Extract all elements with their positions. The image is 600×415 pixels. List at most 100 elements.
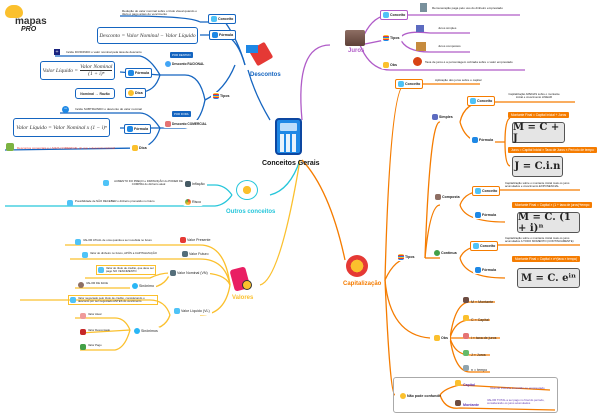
cap-conceito[interactable]: Conceito [395, 79, 424, 89]
simples-formula-box-1: M = C + J [512, 122, 565, 144]
discount-percent-icon [246, 45, 258, 53]
confundir-montante-desc: VALOR TOTAL a ser pago no final do perío… [487, 398, 545, 406]
cycle-icon [434, 250, 440, 256]
liquido-sinonimos[interactable]: Sinônimos [132, 327, 160, 335]
descontos-tipos[interactable]: Tipos [211, 92, 232, 100]
calendar-icon [182, 251, 188, 257]
desconto-comercial[interactable]: Desconto COMERCIAL [163, 120, 209, 128]
brain-logo-icon [5, 5, 23, 18]
coins-icon [435, 194, 441, 200]
comercial-formula[interactable]: Fórmula [124, 124, 152, 134]
valores-title[interactable]: Valores [232, 295, 254, 301]
simples-conceito-text: Capitalização APENAS sobre o montante in… [508, 92, 560, 100]
discount-box-icon [80, 329, 86, 335]
comercial-desc: Incide SUBTRAINDO o desconto do valor no… [75, 107, 142, 111]
water-glass-icon [174, 308, 180, 314]
simples-obs1: Montante Final = Capital Inicial + Juros [508, 112, 570, 118]
lightbulb-icon [103, 180, 109, 186]
composta-formula-box: M = C. (1 + i)ⁿ [517, 212, 580, 234]
function-icon [128, 70, 134, 76]
futuro-desc: Valor do dinheiro no futuro, APÓS a CAPI… [82, 251, 157, 258]
money-plant-icon [346, 255, 368, 277]
capitalizacao-title[interactable]: Capitalização [343, 281, 382, 287]
money-bag-icon [413, 57, 422, 66]
cash-up-icon [185, 181, 191, 187]
risco-desc: Possibilidade de NÃO RECEBER o dinheiro … [67, 199, 155, 206]
juros-obs[interactable]: Obs [381, 61, 399, 69]
function-icon [475, 267, 481, 273]
confundir-capital-desc: VALOR INICIAL investido ou emprestado [490, 386, 545, 390]
lightbulb-icon [67, 200, 73, 206]
comercial-dica-text: Descontos comerciais é o MAIS COMERCIAL … [17, 146, 115, 150]
cap-continua[interactable]: Contínua [432, 249, 459, 257]
sin-valor-pago: Valor Pago [80, 343, 102, 350]
descontos-title[interactable]: Descontos [250, 72, 281, 78]
coin-icon [400, 393, 406, 399]
juros-tipo-compostos[interactable]: Juros compostos [438, 44, 461, 48]
var-taxa: i = taxa de juros [463, 333, 496, 340]
simples-formula[interactable]: Fórmula [470, 136, 496, 144]
cap-simples[interactable]: Simples [430, 113, 455, 121]
juros-conceito[interactable]: Conceito [380, 10, 409, 20]
composta-conceito[interactable]: Conceito [472, 186, 501, 196]
store-icon [165, 121, 171, 127]
var-juros: J = Juros [463, 350, 486, 357]
lightbulb-icon [473, 243, 479, 249]
lightbulb-icon [470, 98, 476, 104]
gauge-icon [185, 199, 191, 205]
juros-tipos[interactable]: Tipos [381, 34, 402, 42]
desconto-racional[interactable]: Desconto RACIONAL [163, 60, 207, 68]
comercial-warning-icon [6, 143, 14, 151]
juros-title[interactable]: Juros [348, 48, 365, 54]
outros-risco[interactable]: Risco [183, 198, 203, 206]
valor-nominal[interactable]: Valor Nominal (VN) [168, 269, 210, 277]
descontos-conceito[interactable]: Conceito [208, 14, 237, 24]
continua-conceito[interactable]: Conceito [470, 241, 499, 251]
money-growth-icon [345, 30, 365, 46]
function-icon [472, 137, 478, 143]
composta-formula[interactable]: Fórmula [473, 211, 499, 219]
function-icon [212, 32, 218, 38]
payment-icon [80, 344, 86, 350]
cap-obs[interactable]: Obs [432, 334, 450, 342]
comercial-formula-box: Valor Líquido = Valor Nominal x (1 − i)ⁿ [13, 118, 110, 137]
composta-conceito-text: Capitalização sobre o montante inicial m… [505, 181, 570, 189]
simples-conceito[interactable]: Conceito [467, 96, 496, 106]
list-icon [383, 35, 389, 41]
racional-formula[interactable]: Fórmula [125, 68, 153, 78]
chart-up-icon [416, 25, 424, 32]
confundir-capital: Capital [455, 380, 475, 387]
money-pile-icon [455, 400, 461, 406]
minus-icon: − [62, 106, 69, 113]
racional-desc: Incide DIVIDINDO o valor nominal pela ta… [66, 50, 142, 54]
descontos-conceito-text: Redução do valor nominal sobre o título … [122, 9, 197, 17]
comercial-tag: POR FORA [172, 111, 191, 117]
money-bag-icon [455, 380, 461, 386]
confundir-label[interactable]: Não pode confundir [398, 392, 443, 400]
calendar-icon [463, 365, 469, 371]
outros-inflacao[interactable]: Inflação [183, 180, 207, 188]
liquido-desc: Valor negociado pelo título de crédito, … [68, 295, 158, 306]
var-tempo: n = tempo [463, 365, 487, 372]
logo-sub: PRO [21, 25, 37, 33]
logo: mapas PRO [5, 5, 47, 34]
list-icon [213, 93, 219, 99]
cap-tipos[interactable]: Tipos [396, 253, 417, 261]
comercial-dica[interactable]: Dica [130, 144, 149, 152]
lightbulb-icon [475, 188, 481, 194]
continua-formula[interactable]: Fórmula [473, 266, 499, 274]
juros-tipo-simples[interactable]: Juros simples [438, 26, 457, 30]
money-bag-icon [463, 315, 469, 321]
nominal-sinonimo[interactable]: Sinônimo [130, 282, 156, 290]
valor-presente[interactable]: Valor Presente [178, 236, 213, 244]
cap-conceito-text: Aplicação dos juros sobre o capital [435, 78, 482, 82]
valor-liquido[interactable]: Valor Líquido (VL) [172, 307, 212, 315]
list-icon [398, 254, 404, 260]
racional-dica[interactable]: Dica [125, 88, 146, 98]
valor-futuro[interactable]: Valor Futuro [180, 250, 211, 258]
outros-title[interactable]: Outros conceitos [226, 209, 276, 215]
composta-obs: Montante Final = Capital × (1 + taxa de … [512, 202, 593, 208]
cap-composta[interactable]: Composta [433, 193, 462, 201]
descontos-formula[interactable]: Fórmula [209, 30, 237, 40]
continua-conceito-text: Capitalização sobre o montante inicial m… [505, 236, 574, 244]
